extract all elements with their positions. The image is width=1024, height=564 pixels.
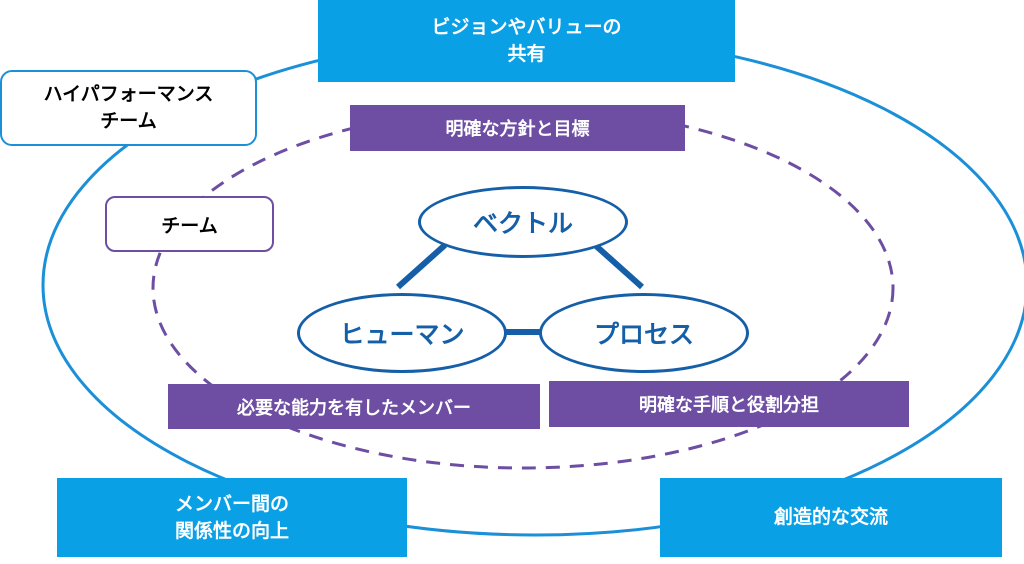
inner-dashed-ellipse	[151, 106, 895, 470]
clear-policy-box: 明確な方針と目標	[350, 105, 685, 151]
high-performance-team-label: ハイパフォーマンス チーム	[0, 70, 257, 146]
team-label: チーム	[105, 196, 274, 252]
connector-vector-process	[593, 242, 644, 290]
shared-vision-box: ビジョンやバリューの 共有	[318, 0, 735, 82]
node-process: プロセス	[539, 293, 749, 373]
connector-vector-human	[396, 242, 447, 290]
node-vector: ベクトル	[418, 186, 628, 258]
creative-exchange-box: 創造的な交流	[660, 478, 1002, 557]
member-relations-box: メンバー間の 関係性の向上	[57, 478, 407, 557]
capable-members-box: 必要な能力を有したメンバー	[168, 384, 540, 429]
clear-procedures-box: 明確な手順と役割分担	[549, 381, 909, 427]
node-human: ヒューマン	[297, 293, 507, 373]
